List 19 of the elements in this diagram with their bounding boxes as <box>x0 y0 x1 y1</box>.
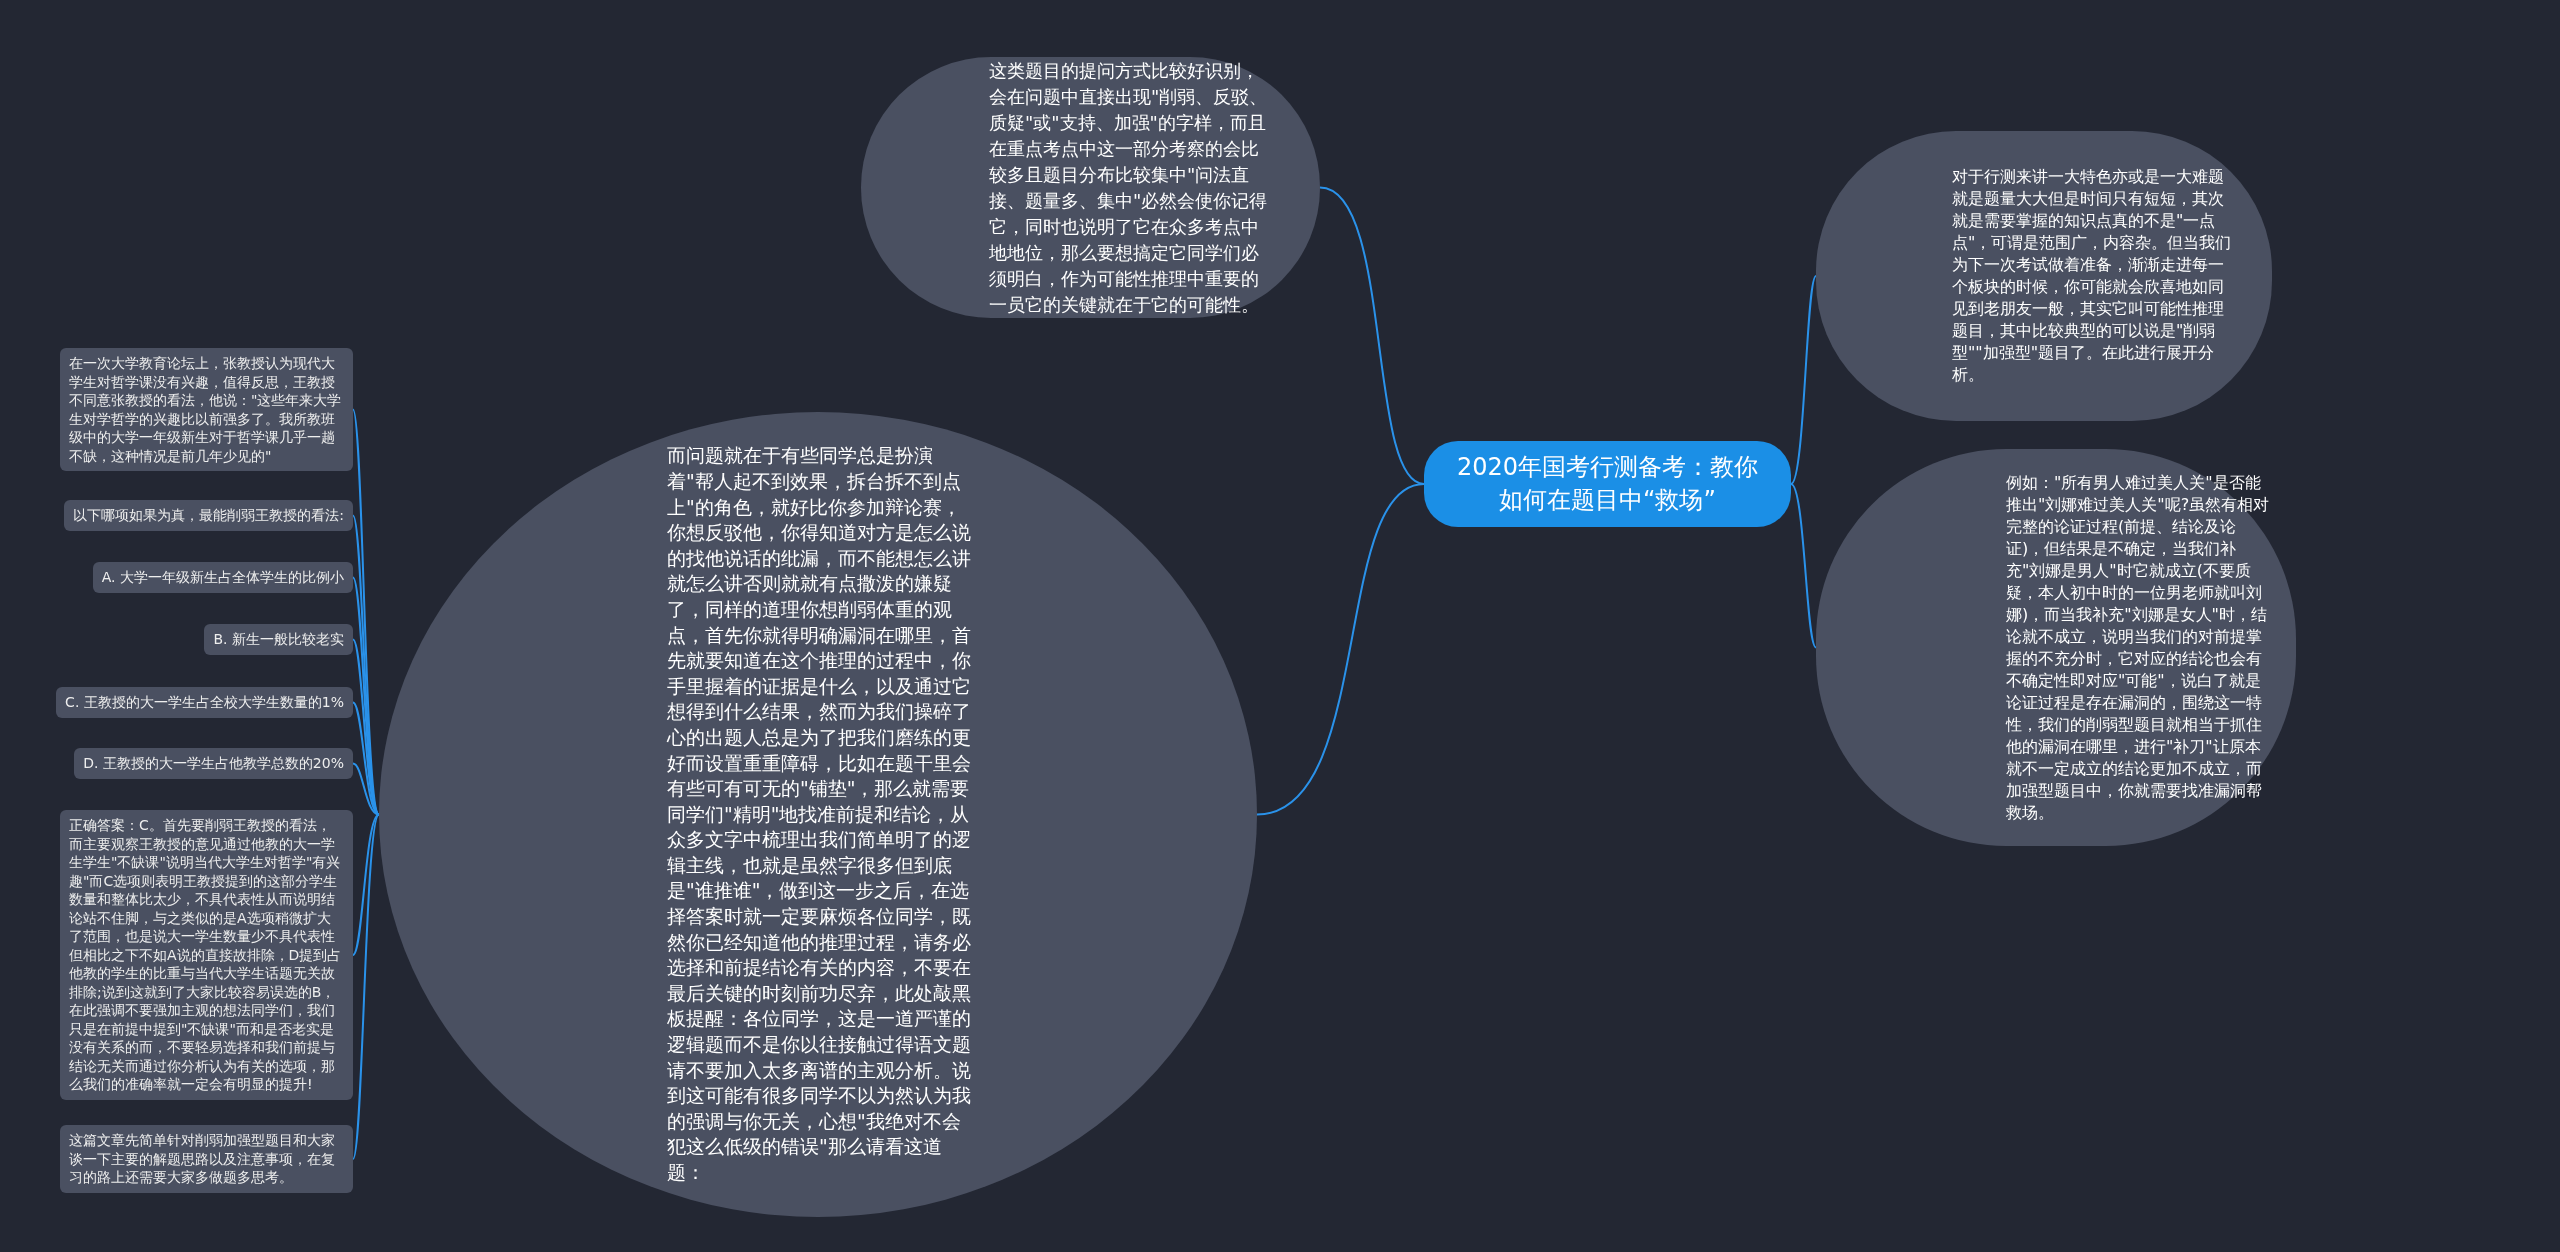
text-card: B. 新生一般比较老实 <box>204 624 353 655</box>
text-card: 在一次大学教育论坛上，张教授认为现代大学生对哲学课没有兴趣，值得反思，王教授不同意张教授的看法，他说："这些年来大学生对学哲学的兴趣比以前强多了。我所教班级中的大学一年级新生对于哲学课几乎一趟不缺，这种情况是前几年少见的" <box>60 348 353 471</box>
text-ellipse: 而问题就在于有些同学总是扮演着"帮人起不到效果，拆台拆不到点上"的角色，就好比你参加辩论赛，你想反驳他，你得知道对方是怎么说的找他说话的纰漏，而不能想怎么讲就怎么讲否则就就有点撒泼的嫌疑了，同样的道理你想削弱体重的观点，首先你就得明确漏洞在哪里，首先就要知道在这个推理的过程中，你手里握着的证据是什么，以及通过它想得到什么结果，然而为我们操碎了心的出题人总是为了把我们磨练的更好而设置重重障碍，比如在题干里会有些可有可无的"铺垫"，那么就需要同学们"精明"地找准前提和结论，从众多文字中梳理出我们简单明了的逻辑主线，也就是虽然字很多但到底是"谁推谁"，做到这一步之后，在选择答案时就一定要麻烦各位同学，既然你已经知道他的推理过程，请务必选择和前提结论有关的内容，不要在最后关键的时刻前功尽弃，此处敲黑板提醒：各位同学，这是一道严谨的逻辑题而不是你以往接触过得语文题请不要加入太多离谱的主观分析。说到这可能有很多同学不以为然认为我的强调与你无关，心想"我绝对不会犯这么低级的错误"那么请看这道题： <box>379 412 1257 1217</box>
text-card: A. 大学一年级新生占全体学生的比例小 <box>92 562 353 593</box>
text-card: D. 王教授的大一学生占他教学总数的20% <box>74 748 353 779</box>
text-bubble: 这类题目的提问方式比较好识别，会在问题中直接出现"削弱、反驳、质疑"或"支持、加强"的字样，而且在重点考点中这一部分考察的会比较多且题目分布比较集中"问法直接、题量多、集中"必然会使你记得它，同时也说明了它在众多考点中地地位，那么要想搞定它同学们必须明白，作为可能性推理中重要的一员它的关键就在于它的可能性。 <box>861 57 1320 318</box>
connector-line <box>1790 275 1817 485</box>
text-card: C. 王教授的大一学生占全校大学生数量的1% <box>56 687 353 718</box>
connector-line <box>352 813 380 1160</box>
topic-box: 2020年国考行测备考：教你如何在题目中“救场” <box>1424 441 1791 527</box>
text-bubble: 对于行测来讲一大特色亦或是一大难题就是题量大大但是时间只有短短，其次就是需要掌握的知识点真的不是"一点点"，可谓是范围广，内容杂。但当我们为下一次考试做着准备，渐渐走进每一个板块的时候，你可能就会欣喜地如同见到老朋友一般，其实它叫可能性推理题目，其中比较典型的可以说是"削弱型""加强型"题目了。在此进行展开分析。 <box>1816 131 2272 421</box>
text-card: 以下哪项如果为真，最能削弱王教授的看法: <box>64 500 353 531</box>
connector-line <box>352 813 380 956</box>
connector-line <box>1790 483 1817 649</box>
connector-line <box>1256 483 1425 816</box>
text-card: 这篇文章先简单针对削弱加强型题目和大家谈一下主要的解题思路以及注意事项，在复习的路上还需要大家多做题多思考。 <box>60 1125 353 1193</box>
connector-line <box>352 762 380 816</box>
text-card: 正确答案：C。首先要削弱王教授的看法，而主要观察王教授的意见通过他教的大一学生学生"不缺课"说明当代大学生对哲学"有兴趣"而C选项则表明王教授提到的这部分学生数量和整体比太少，不具代表性从而说明结论站不住脚，与之类似的是A选项稍微扩大了范围，也是说大一学生数量少不具代表性但相比之下不如A说的直接故排除，D提到占他教的学生的比重与当代大学生话题无关故排除;说到这就到了大家比较容易误选的B，在此强调不要强加主观的想法同学们，我们只是在前提中提到"不缺课"而和是否老实是没有关系的而，不要轻易选择和我们前提与结论无关而通过你分析认为有关的选项，那么我们的准确率就一定会有明显的提升! <box>60 810 353 1100</box>
text-bubble: 例如："所有男人难过美人关"是否能推出"刘娜难过美人关"呢?虽然有相对完整的论证过程(前提、结论及论证)，但结果是不确定，当我们补充"刘娜是男人"时它就成立(不要质疑，本人初中时的一位男老师就叫刘娜)，而当我补充"刘娜是女人"时，结论就不成立，说明当我们的对前提掌握的不充分时，它对应的结论也会有不确定性即对应"可能"，说白了就是论证过程是存在漏洞的，围绕这一特性，我们的削弱型题目就相当于抓住他的漏洞在哪里，进行"补刀"让原本就不一定成立的结论更加不成立，而加强型题目中，你就需要找准漏洞帮救场。 <box>1816 449 2296 846</box>
